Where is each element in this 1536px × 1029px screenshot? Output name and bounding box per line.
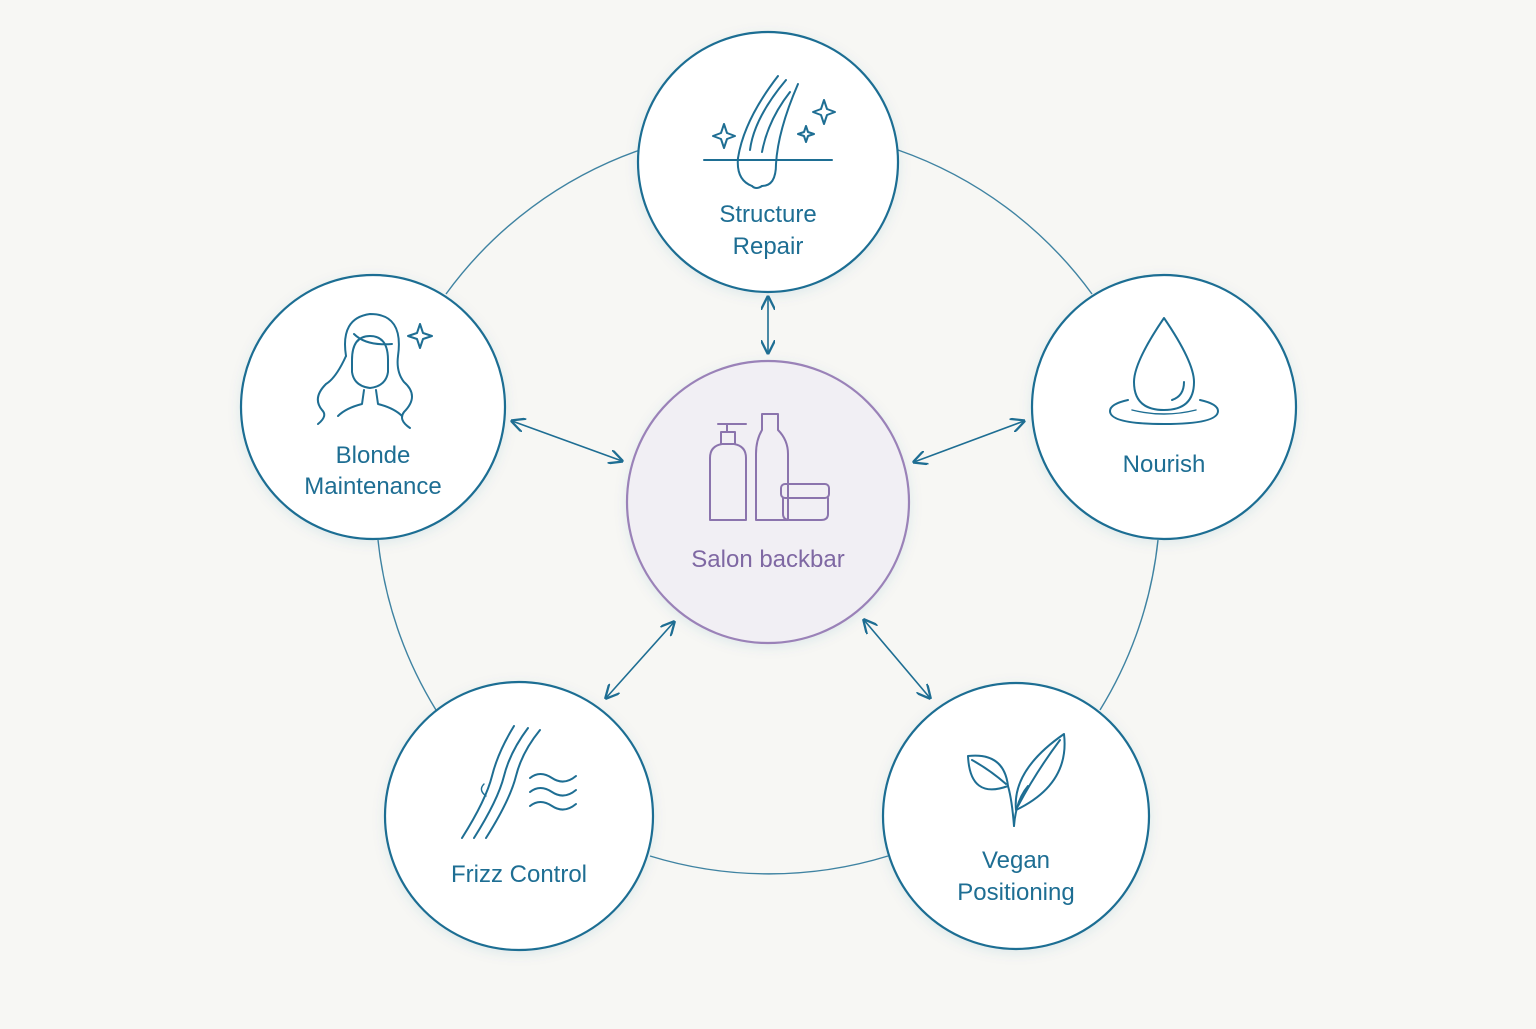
arrow-center-vegan-positioning xyxy=(864,620,930,698)
center-node[interactable]: Salon backbar xyxy=(625,359,911,645)
node-blonde-maintenance[interactable]: Blonde Maintenance xyxy=(239,273,507,541)
ring-segment-right-bottom xyxy=(1099,539,1159,711)
node-structure-repair[interactable]: Structure Repair xyxy=(636,30,900,294)
node-circle xyxy=(383,680,655,952)
node-label-line-2: Positioning xyxy=(957,879,1074,906)
ring-segment-top-left xyxy=(445,149,641,295)
woman-hair-sparkle-icon xyxy=(316,313,433,429)
arrow-center-frizz-control xyxy=(606,622,674,698)
node-label-line-1: Vegan xyxy=(982,847,1050,874)
outer-ring xyxy=(377,149,1159,875)
hair-strand-sparkle-icon xyxy=(703,75,836,189)
center-label: Salon backbar xyxy=(691,546,844,573)
node-circle xyxy=(636,30,900,294)
node-label-line-2: Repair xyxy=(733,233,804,260)
node-vegan-positioning[interactable]: Vegan Positioning xyxy=(881,681,1151,951)
product-bottles-icon xyxy=(709,413,830,521)
connector-arrows xyxy=(512,297,1024,698)
node-circle xyxy=(1030,273,1298,541)
node-circle xyxy=(239,273,507,541)
leaves-icon xyxy=(967,733,1066,827)
node-label-line-2: Maintenance xyxy=(304,473,441,500)
node-label-line-1: Structure xyxy=(719,201,816,228)
node-label-line-1: Blonde xyxy=(336,442,411,469)
node-label-line-1: Frizz Control xyxy=(451,861,587,888)
ring-segment-top-right xyxy=(897,149,1093,295)
node-nourish[interactable]: Nourish xyxy=(1030,273,1298,541)
center-circle xyxy=(625,359,911,645)
hair-waves-icon xyxy=(461,725,577,839)
ring-segment-bottom xyxy=(649,855,889,875)
ring-segment-left-bottom xyxy=(377,539,437,711)
node-frizz-control[interactable]: Frizz Control xyxy=(383,680,655,952)
water-drop-icon xyxy=(1109,317,1219,425)
node-label-line-1: Nourish xyxy=(1123,451,1206,478)
arrow-center-nourish xyxy=(914,421,1024,462)
arrow-center-blonde-maintenance xyxy=(512,421,622,461)
